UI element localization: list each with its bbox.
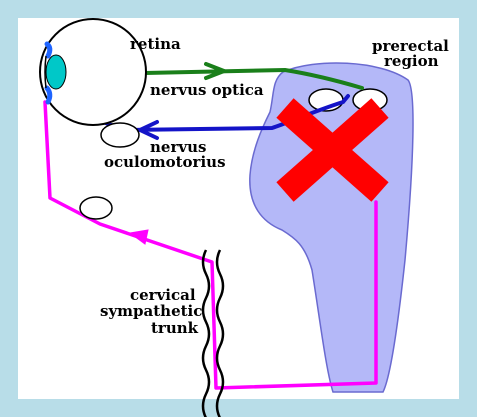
label-trunk: trunk [151, 319, 199, 337]
label-oculomotorius: oculomotorius [104, 153, 226, 171]
ciliary-ganglion [101, 123, 139, 147]
cervical-ganglion [80, 197, 112, 219]
sympathetic-arrowhead [130, 230, 148, 244]
label-retina: retina [130, 35, 181, 53]
label-region: region [384, 52, 439, 70]
label-nervus-optica: nervus optica [150, 81, 264, 99]
label-sympathetic: sympathetic [100, 302, 202, 320]
brainstem-shape [250, 63, 413, 392]
